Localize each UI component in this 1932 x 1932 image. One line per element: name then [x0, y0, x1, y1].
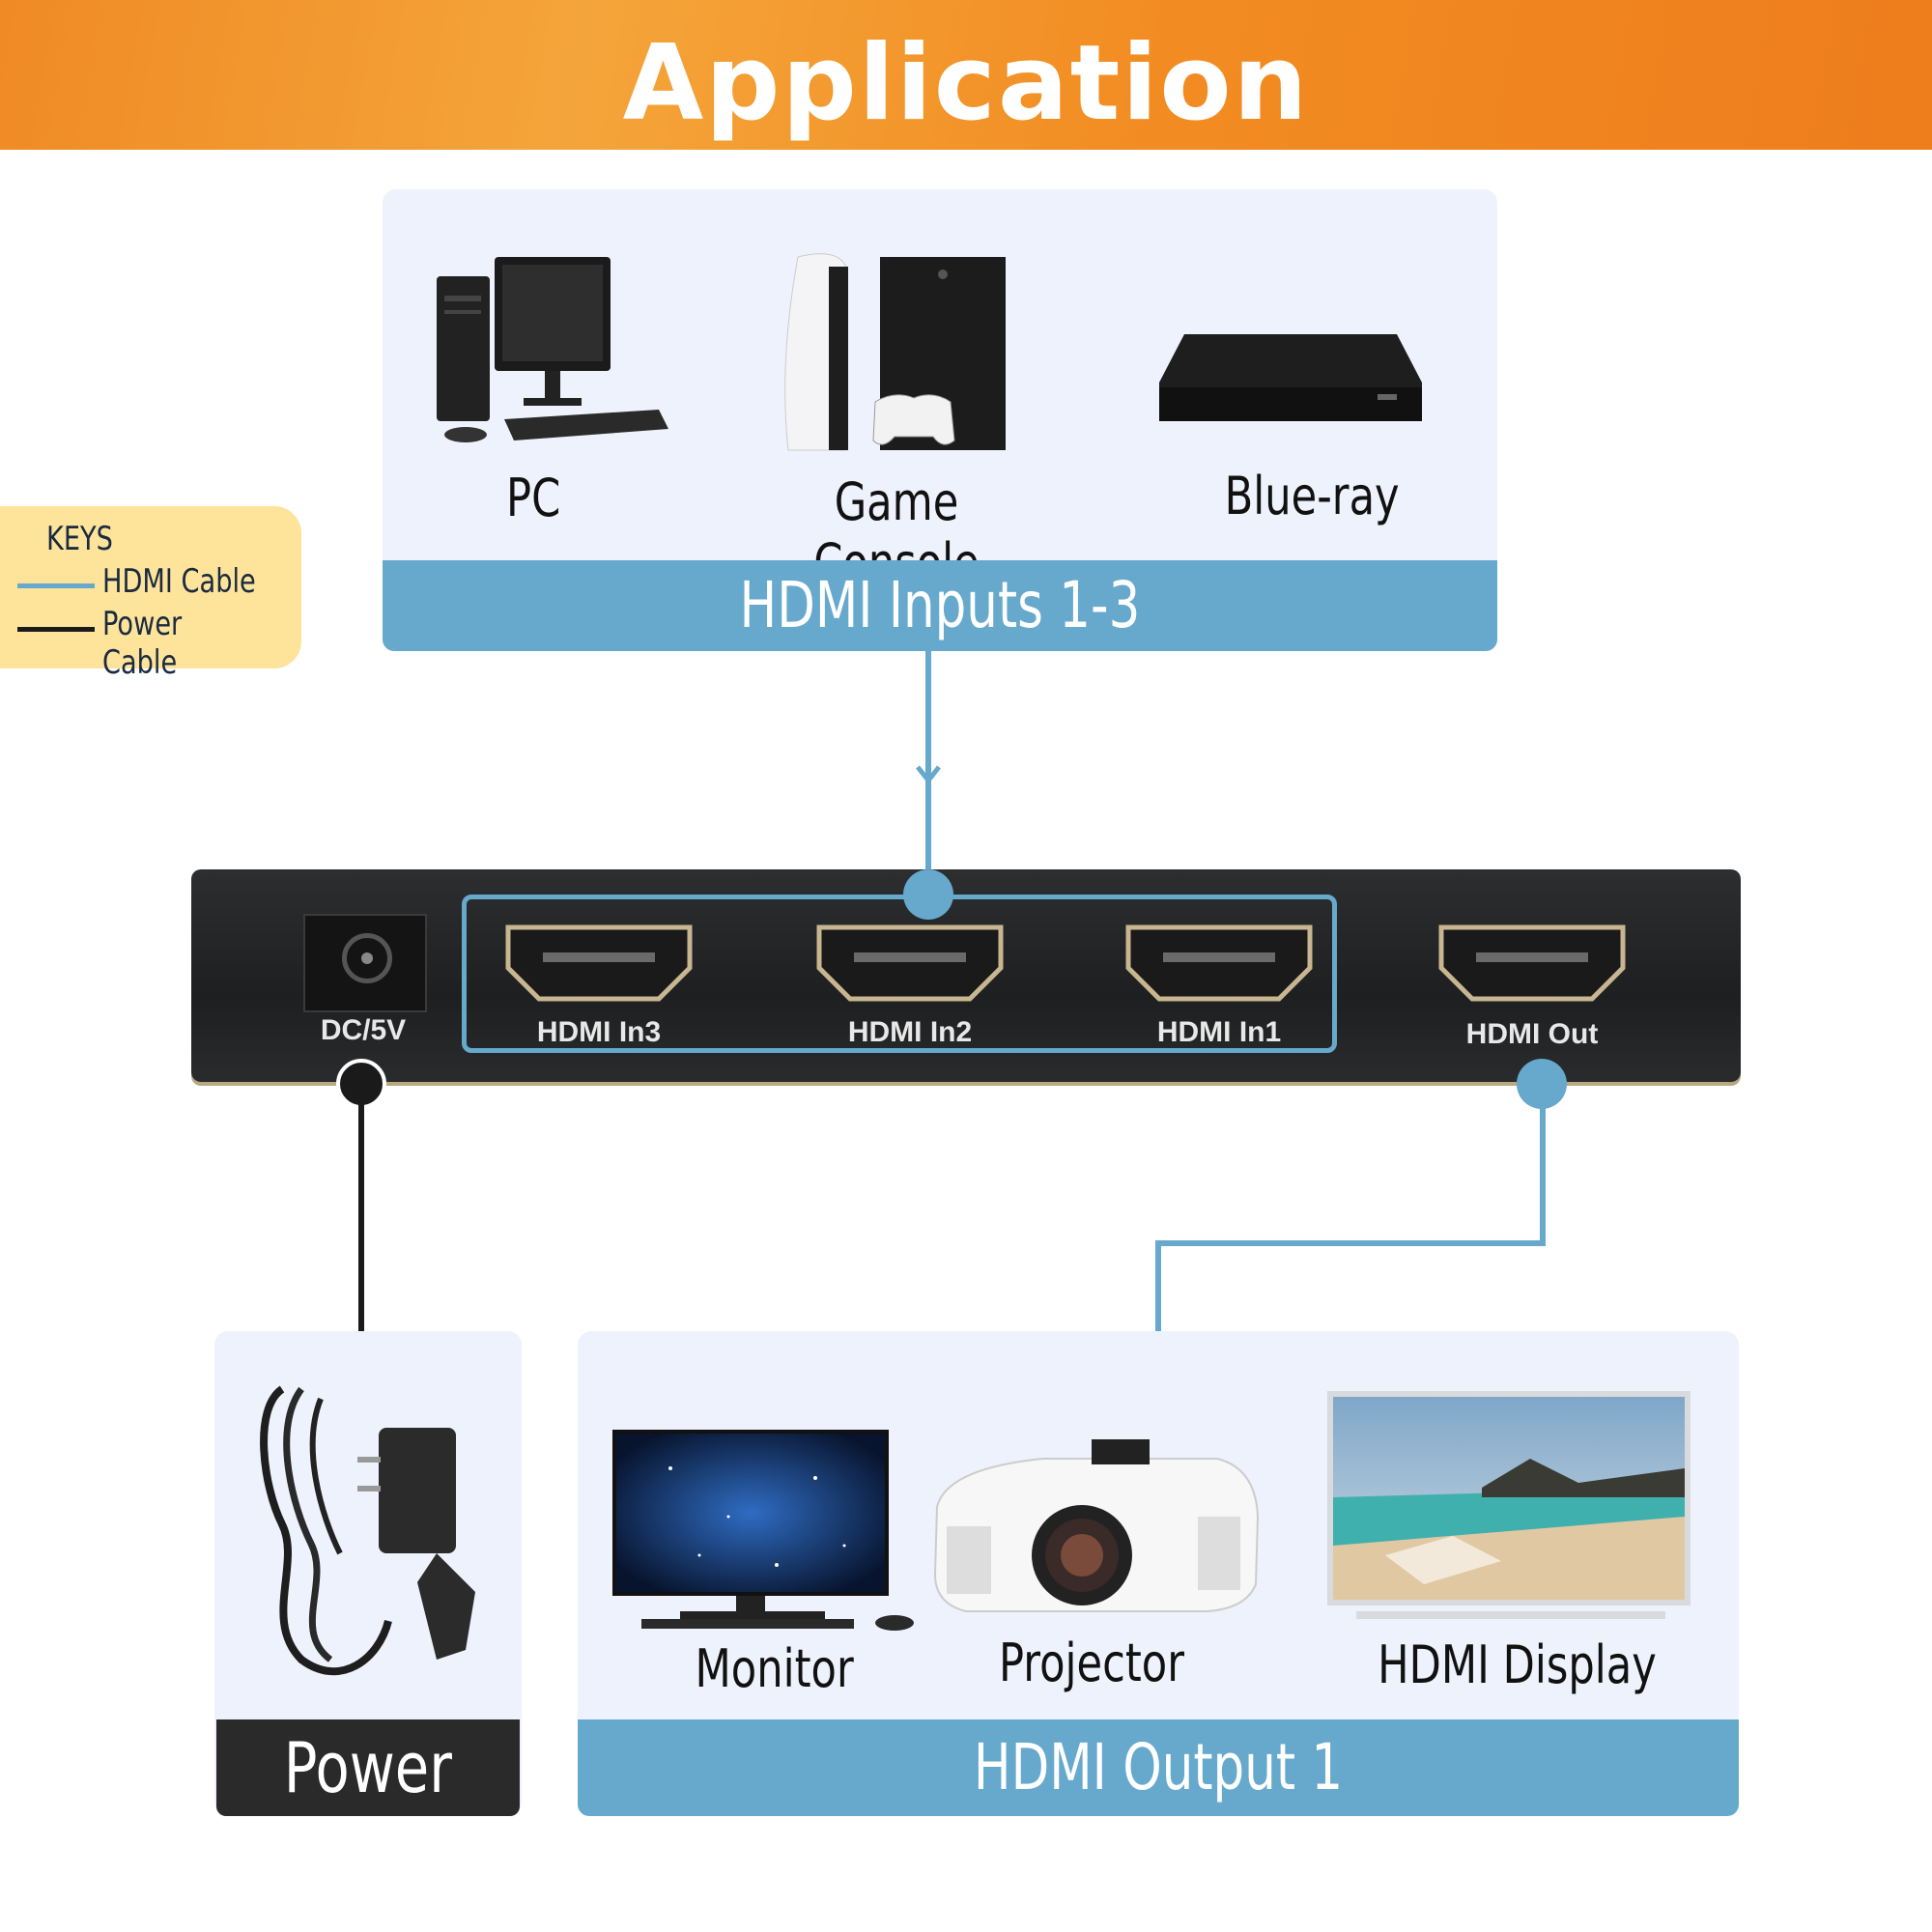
power-cable	[358, 1101, 364, 1333]
bluray-player-icon	[1159, 334, 1422, 421]
hdmi-cable-swatch	[17, 583, 95, 588]
device-label-pc: PC	[505, 468, 561, 528]
power-cable-swatch	[17, 627, 95, 632]
device-label-bluray: Blue-ray	[1224, 466, 1400, 526]
keys-hdmi-label: HDMI Cable	[102, 562, 256, 601]
monitor-icon	[612, 1430, 914, 1631]
keys-legend: KEYS HDMI Cable Power Cable	[0, 506, 301, 682]
port-label-in2: HDMI In2	[847, 1016, 973, 1048]
projector-icon	[933, 1439, 1260, 1612]
power-bar: Power	[216, 1719, 520, 1816]
pc-icon	[437, 257, 668, 442]
device-label-projector: Projector	[999, 1633, 1184, 1693]
header-banner: Application	[0, 0, 1932, 150]
hdmi-input-junction	[903, 869, 953, 920]
port-label-out: HDMI Out	[1465, 1018, 1599, 1050]
hdmi-port-in1[interactable]	[1124, 923, 1314, 1003]
game-console-icon	[784, 253, 1006, 451]
keys-heading: KEYS	[46, 520, 113, 558]
hdmi-output-cable-v1	[1540, 1101, 1546, 1246]
hdmi-output-junction	[1517, 1059, 1567, 1109]
port-label-dc: DC/5V	[320, 1014, 407, 1046]
power-adapter-icon	[260, 1385, 475, 1676]
outputs-panel: Monitor Projector HDMI Display HDMI Outp…	[578, 1331, 1739, 1816]
keys-power-label: Power Cable	[102, 605, 183, 682]
inputs-panel: PC Game Console Blue-ray HDMI Inputs 1-3	[383, 189, 1497, 651]
hdmi-port-in2[interactable]	[815, 923, 1005, 1003]
outputs-bar: HDMI Output 1	[578, 1719, 1739, 1816]
hdmi-switch-device: DC/5V HDMI In3 HDMI In2 HDMI In1 HDMI Ou…	[191, 869, 1741, 1082]
inputs-bar: HDMI Inputs 1-3	[383, 560, 1497, 651]
hdmi-port-in3[interactable]	[504, 923, 694, 1003]
dc-jack[interactable]	[303, 914, 427, 1012]
port-label-in3: HDMI In3	[536, 1016, 662, 1048]
page-title: Application	[622, 23, 1310, 144]
hdmi-input-group	[462, 895, 1337, 1053]
device-label-hdmi-display: HDMI Display	[1377, 1634, 1657, 1695]
hdmi-output-cable-h	[1155, 1240, 1546, 1246]
hdmi-port-out[interactable]	[1437, 923, 1627, 1003]
hdmi-output-cable-v2	[1155, 1240, 1161, 1333]
tv-display-icon	[1327, 1391, 1690, 1619]
port-label-in1: HDMI In1	[1156, 1016, 1282, 1048]
arrow-down-icon	[916, 765, 941, 785]
device-label-monitor: Monitor	[695, 1638, 855, 1699]
